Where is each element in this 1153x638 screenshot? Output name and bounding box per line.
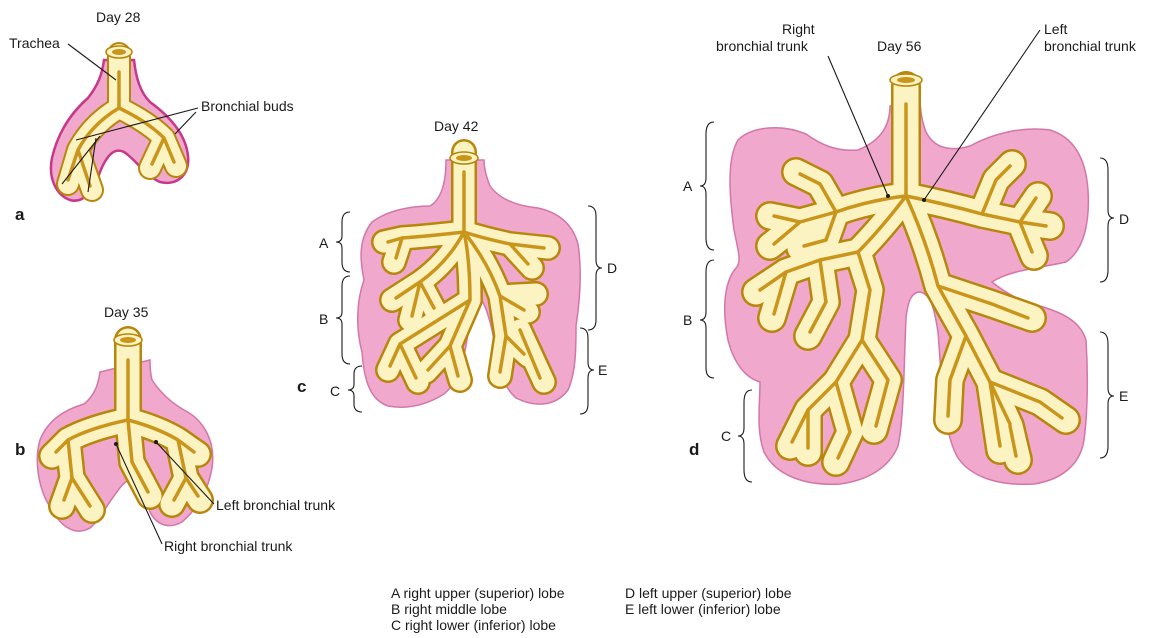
left-bronchial-trunk-label-b: Left bronchial trunk — [216, 497, 336, 513]
right-bronchial-trunk-label-d-1: Right — [782, 21, 815, 37]
panel-c-brace-c — [348, 366, 362, 412]
panel-c — [358, 152, 580, 407]
legend-item-c: C right lower (inferior) lobe — [391, 617, 556, 633]
panel-d-brace-b — [700, 260, 714, 378]
panel-c-lobe-e: E — [598, 362, 607, 378]
panel-d-lobe-e: E — [1119, 388, 1128, 404]
panel-d-brace-e — [1100, 332, 1114, 458]
panel-c-brace-a — [336, 212, 350, 272]
panel-c-letter: c — [297, 377, 306, 396]
panel-b-day-label: Day 35 — [104, 304, 149, 320]
panel-d-brace-c — [738, 390, 752, 482]
right-bronchial-trunk-label-b: Right bronchial trunk — [164, 538, 293, 554]
panel-d-brace-d — [1100, 158, 1114, 282]
panel-c-brace-d — [588, 206, 602, 330]
panel-a-day-label: Day 28 — [96, 9, 141, 25]
panel-c-lobe-c: C — [330, 383, 340, 399]
panel-d-letter: d — [689, 440, 699, 459]
panel-d — [725, 74, 1089, 484]
trachea-label: Trachea — [9, 35, 60, 51]
legend-item-e: E left lower (inferior) lobe — [625, 601, 781, 617]
legend-item-b: B right middle lobe — [391, 601, 507, 617]
legend-item-a: A right upper (superior) lobe — [391, 585, 565, 601]
panel-d-lobe-a: A — [683, 178, 693, 194]
panel-c-lobe-d: D — [607, 260, 617, 276]
panel-d-day-label: Day 56 — [877, 38, 922, 54]
panel-b-letter: b — [15, 440, 25, 459]
panel-c-brace-e — [580, 328, 594, 414]
panel-d-lobe-d: D — [1119, 211, 1129, 227]
bronchial-buds-label: Bronchial buds — [201, 98, 294, 114]
panel-a — [51, 46, 188, 201]
panel-d-lobe-b: B — [683, 312, 692, 328]
panel-b — [37, 334, 212, 531]
legend-item-d: D left upper (superior) lobe — [625, 585, 792, 601]
panel-c-lobe-a: A — [319, 235, 329, 251]
left-bronchial-trunk-label-d-2: bronchial trunk — [1044, 38, 1137, 54]
panel-c-lobe-b: B — [319, 311, 328, 327]
left-bronchial-trunk-label-d-1: Left — [1044, 21, 1067, 37]
panel-a-letter: a — [15, 205, 25, 224]
right-bronchial-trunk-label-d-2: bronchial trunk — [716, 38, 809, 54]
panel-d-lobe-c: C — [721, 428, 731, 444]
legend: A right upper (superior) lobe B right mi… — [391, 585, 792, 633]
panel-c-day-label: Day 42 — [434, 118, 479, 134]
panel-d-brace-a — [700, 122, 714, 250]
panel-c-brace-b — [336, 276, 350, 364]
